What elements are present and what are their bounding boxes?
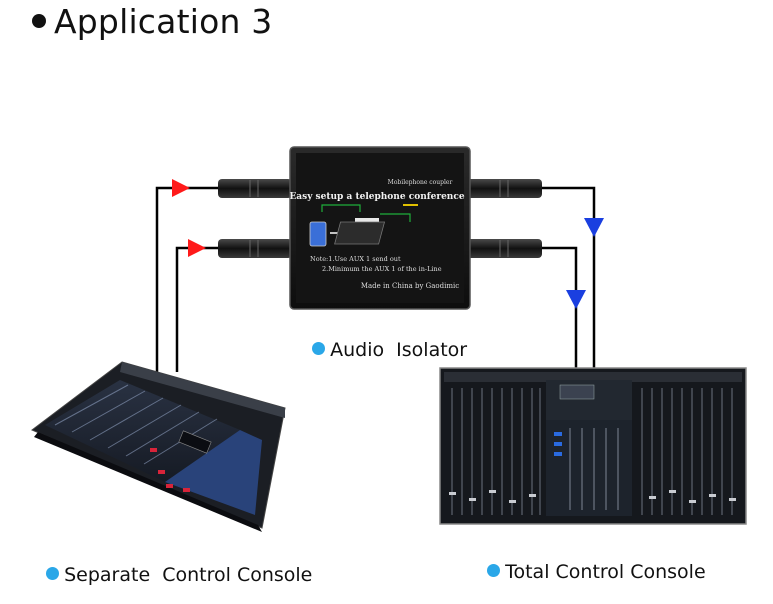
arrow-red-upper xyxy=(172,179,190,197)
isolator-title: Easy setup a telephone conference xyxy=(289,192,464,202)
isolator-note-1: Note:1.Use AUX 1 send out xyxy=(310,255,401,263)
xlr-connectors xyxy=(218,179,542,258)
arrow-blue-upper xyxy=(584,218,604,237)
separate-console-illustration xyxy=(31,361,286,532)
wire-right-upper xyxy=(538,186,596,372)
separate-console-caption: Separate Control Console xyxy=(34,542,312,586)
arrow-blue-lower xyxy=(566,290,586,309)
isolator-note-2: 2.Minimum the AUX 1 of the in-Line xyxy=(322,265,442,273)
wire-left-lower xyxy=(175,246,222,372)
total-console-caption-text: Total Control Console xyxy=(505,561,706,583)
bullet-icon xyxy=(312,342,326,355)
phone-icon xyxy=(309,221,327,247)
wire-left-upper xyxy=(155,186,222,372)
total-console-illustration xyxy=(439,367,747,525)
isolator-caption-text: Audio Isolator xyxy=(330,339,468,361)
heading-bullet xyxy=(32,13,46,28)
mini-mixer-icon xyxy=(334,221,386,245)
isolator-maker: Made in China by Gaodimic xyxy=(361,282,459,290)
arrow-red-lower xyxy=(188,239,206,257)
isolator-caption: Audio Isolator xyxy=(300,317,467,361)
heading-text: Application 3 xyxy=(54,2,273,41)
bullet-icon xyxy=(487,564,501,577)
separate-console-caption-text: Separate Control Console xyxy=(64,564,313,586)
total-console-caption: Total Control Console xyxy=(475,539,706,583)
isolator-top-label: Mobilephone coupler xyxy=(388,179,453,186)
bullet-icon xyxy=(46,567,60,580)
signal-wires xyxy=(155,186,596,372)
page-heading: Application 3 xyxy=(32,2,272,41)
audio-isolator-device: Mobilephone coupler Easy setup a telepho… xyxy=(289,146,471,310)
wire-right-lower xyxy=(538,246,578,372)
